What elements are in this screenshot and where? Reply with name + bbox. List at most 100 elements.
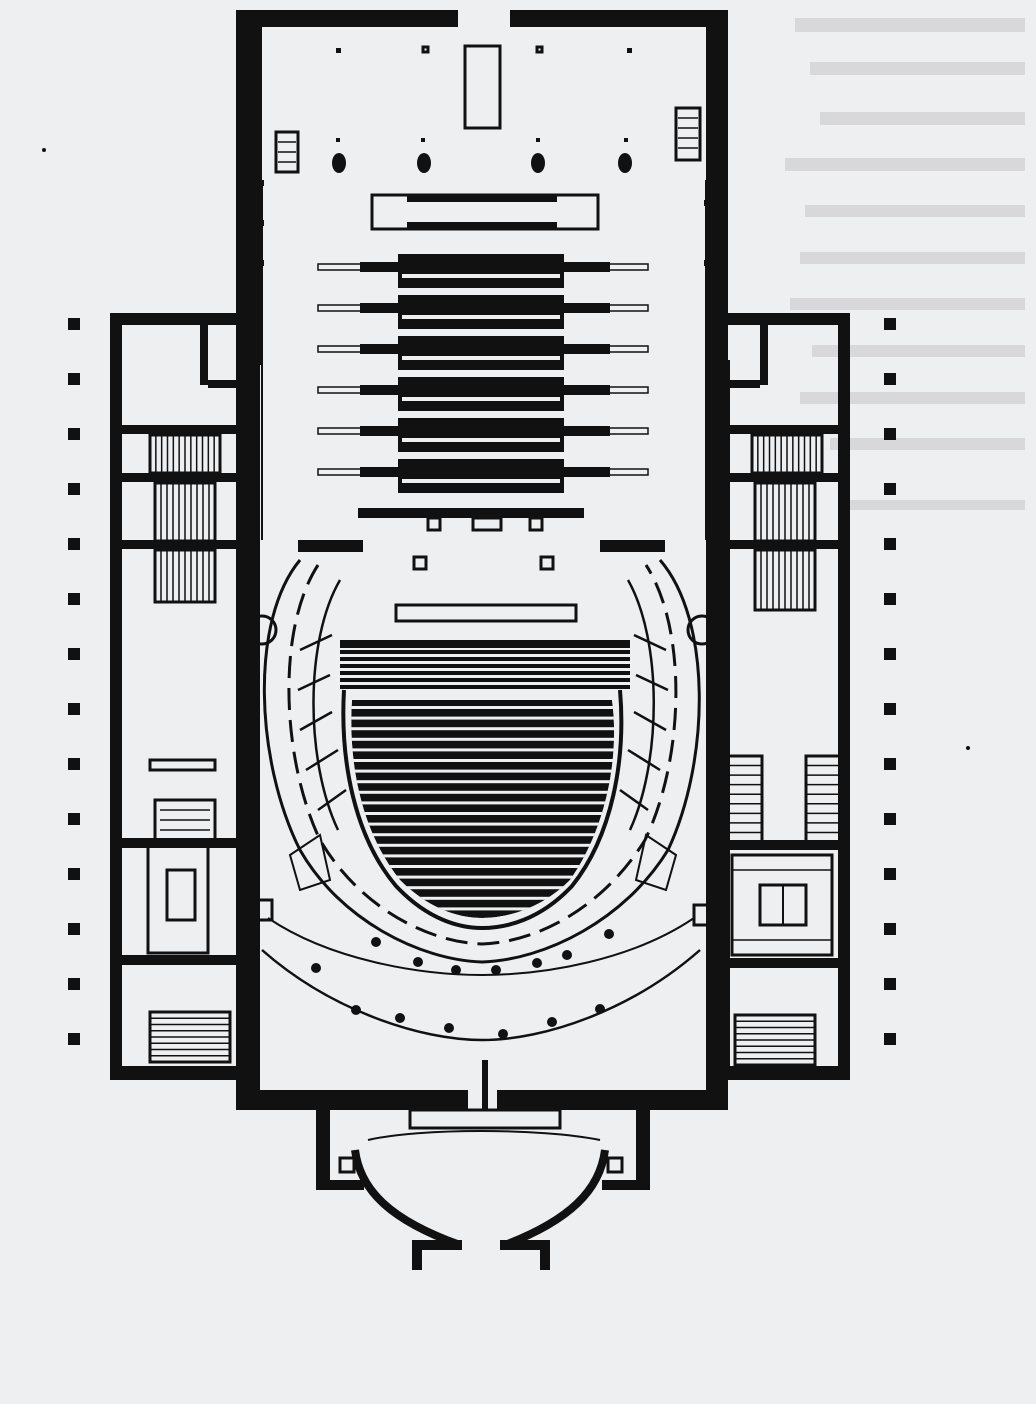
left-stair-lower [153,481,217,604]
foyer-side-blocks [250,898,716,927]
stall-row-gap [351,748,615,752]
flat-gap [402,479,560,483]
stall-row-gap [351,875,615,879]
stall-row-gap [351,706,615,709]
amphi-row [340,671,630,675]
pier-left [68,703,80,715]
stall-row-gap [351,790,615,794]
amphi-row [340,664,630,668]
foyer-arcs [261,917,701,1042]
rear-stage-rectangle [463,44,502,130]
box-dividers [297,633,669,812]
stall-row-gap [351,843,615,847]
amphi-row [340,650,630,654]
auditorium-corner-stairs [246,614,718,892]
box-divider [627,748,661,772]
pier-right [884,813,896,825]
stall-row-gap [351,801,615,805]
left-stair-upper [148,433,222,475]
right-twin-stairs [726,754,842,844]
pier-right [884,868,896,880]
pier-right [884,483,896,495]
stage-stair-right [674,106,702,162]
stall-row-gap [351,865,615,868]
pier-left [68,868,80,880]
flat-block [398,254,564,288]
flat-gap [402,315,560,319]
flat-gap [402,438,560,442]
stall-row-gap [351,769,615,773]
pier-left [68,483,80,495]
pier-left [68,593,80,605]
front-facade [236,1060,728,1110]
flat-block [398,336,564,370]
box-divider [317,788,347,812]
stalls-rim [341,689,624,931]
box-divider [633,633,667,652]
flat-block [398,377,564,411]
stall-row-gap [351,727,615,731]
stage-oval-columns [332,153,632,173]
stall-row-gap [351,780,615,784]
external-piers [68,318,896,1045]
stage-posts [336,45,632,142]
pier-right [884,1033,896,1045]
stall-row-gap [351,886,615,890]
flat-block [398,295,564,329]
right-wing-walls [706,313,850,1080]
pier-right [884,978,896,990]
flat-block [398,418,564,452]
stall-row-gap [351,759,615,762]
pier-left [68,923,80,935]
pier-right [884,593,896,605]
amphi-row [340,657,630,661]
bleed-through-text [785,18,1025,510]
box-divider [635,673,669,692]
stall-row-gap [351,854,615,858]
stray-mark [42,148,46,152]
pier-left [68,1033,80,1045]
box-divider [299,710,333,732]
amphitheatre-rows [340,650,630,689]
flat-gap [402,356,560,360]
pier-right [884,648,896,660]
box-divider [619,788,649,812]
proscenium [298,540,665,648]
pier-right [884,428,896,440]
stall-row-gap [351,737,615,741]
stall-row-gap [351,896,615,900]
stall-row-gap [351,907,615,911]
flat-block [398,459,564,493]
box-divider [305,748,339,772]
right-stair-upper [750,433,824,475]
pier-left [68,648,80,660]
left-landing-stair [148,758,217,842]
amphi-row [340,678,630,682]
stage-stair-left [274,130,300,174]
pier-right [884,758,896,770]
box-divider [297,673,331,692]
stray-mark [966,746,970,750]
foyer-columns [311,929,614,1039]
stall-row-gap [351,716,615,720]
pier-right [884,538,896,550]
pier-left [68,318,80,330]
pier-left [68,538,80,550]
stage-front-blocks [412,516,555,571]
stall-row-gap [351,812,615,815]
left-bottom-stair [148,1010,232,1064]
pier-right [884,923,896,935]
flat-gap [402,397,560,401]
pier-left [68,978,80,990]
pier-right [884,373,896,385]
right-bottom-stair [733,1013,817,1067]
pier-left [68,373,80,385]
amphi-row [340,685,630,689]
left-wing-walls [110,313,260,1080]
pier-right [884,703,896,715]
auditorium-outer-walls [262,559,701,964]
stage-house-walls [236,10,728,540]
right-stair-hall [730,853,834,957]
stall-row-gap [351,833,615,837]
